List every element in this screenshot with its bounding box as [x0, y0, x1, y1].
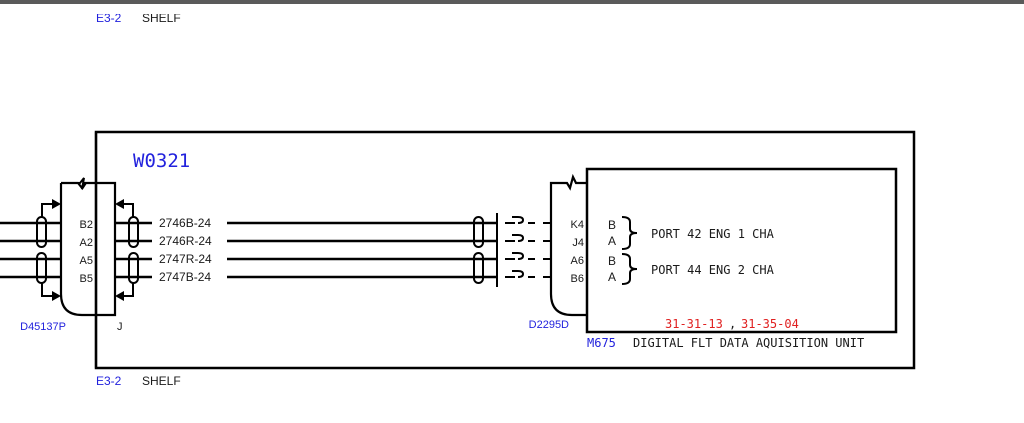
- wire-runs: [227, 221, 497, 279]
- right-plug-body: [549, 173, 587, 317]
- brace-icon: [621, 253, 638, 285]
- manual-ref-link[interactable]: 31-31-13: [665, 317, 723, 331]
- left-connector-id[interactable]: D45137P: [20, 321, 66, 333]
- shield-arrow-icon: [52, 199, 61, 209]
- port-label: PORT 44 ENG 2 CHA: [651, 263, 775, 277]
- right-pin-label: B6: [571, 273, 584, 285]
- left-pin-label: B2: [80, 219, 93, 231]
- left-connector[interactable]: D45137P J B2 A2 A5 B5: [20, 132, 123, 368]
- twisted-pair-oval: [128, 216, 139, 248]
- top-partial-location-ref: E3-2: [96, 11, 122, 25]
- harness-id-label[interactable]: W0321: [133, 150, 190, 172]
- manual-ref-link[interactable]: 31-35-04: [741, 317, 799, 331]
- left-break-symbol: [76, 177, 87, 190]
- shield-lead: [41, 203, 52, 217]
- port-pin-label: B: [608, 218, 616, 232]
- left-connector-mate: J: [117, 321, 123, 333]
- location-ref-label[interactable]: E3-2: [96, 374, 122, 388]
- wire-label[interactable]: 2747B-24: [159, 270, 211, 284]
- wire-label[interactable]: 2746R-24: [159, 234, 212, 248]
- shield-arrow-icon: [115, 291, 124, 301]
- shield-lead: [124, 203, 134, 217]
- shield-lead: [41, 283, 52, 297]
- port-pin-label: A: [608, 270, 616, 284]
- right-connector[interactable]: D2295D K4 J4 A6 B6: [529, 173, 587, 331]
- shield-arrow-icon: [52, 291, 61, 301]
- left-plug-body: [59, 181, 117, 317]
- left-pin-label: A2: [80, 237, 93, 249]
- left-pin-label: A5: [80, 255, 93, 267]
- manual-ref-separator: ,: [729, 317, 736, 331]
- unit-name-label: DIGITAL FLT DATA AQUISITION UNIT: [633, 336, 864, 350]
- right-twisted-pairs: [473, 216, 484, 284]
- right-connector-id[interactable]: D2295D: [529, 319, 569, 331]
- top-partial-location-label: E3-2 SHELF: [96, 11, 181, 25]
- location-name-label: SHELF: [142, 374, 181, 388]
- left-pin-label: B5: [80, 273, 93, 285]
- left-outer-twisted-pairs: [36, 203, 52, 297]
- shield-arrow-icon: [115, 199, 124, 209]
- socket-contact-icon: [505, 216, 525, 224]
- shield-lead: [124, 283, 134, 297]
- brace-icon: [621, 216, 638, 250]
- right-pin-label: J4: [572, 237, 584, 249]
- unit-boundary: [585, 167, 898, 334]
- twisted-pair-oval: [36, 216, 47, 248]
- twisted-pair-oval: [473, 216, 484, 248]
- port-pin-label: B: [608, 254, 616, 268]
- socket-contact-icon: [505, 270, 525, 278]
- dashed-wire-ends: [528, 222, 551, 278]
- socket-contact-icon: [505, 252, 525, 260]
- left-incoming-wires: [0, 221, 61, 279]
- top-partial-location-name: SHELF: [142, 11, 181, 25]
- unit-box[interactable]: B A PORT 42 ENG 1 CHA B A PORT 44 ENG 2 …: [585, 167, 898, 334]
- twisted-pair-oval: [473, 252, 484, 284]
- right-pin-label: K4: [571, 219, 584, 231]
- right-pin-label: A6: [571, 255, 584, 267]
- socket-contact-icon: [505, 234, 525, 242]
- unit-ref-label[interactable]: M675: [587, 336, 616, 350]
- left-inner-twisted-pairs: [124, 203, 139, 297]
- wire-label[interactable]: 2747R-24: [159, 252, 212, 266]
- wire-stubs: [115, 221, 152, 279]
- port-label: PORT 42 ENG 1 CHA: [651, 227, 775, 241]
- port-pin-label: A: [608, 234, 616, 248]
- wire-label[interactable]: 2746B-24: [159, 216, 211, 230]
- window-top-bar: [0, 0, 1024, 4]
- twisted-pair-oval: [128, 252, 139, 284]
- socket-contacts: [505, 216, 525, 278]
- twisted-pair-oval: [36, 252, 47, 284]
